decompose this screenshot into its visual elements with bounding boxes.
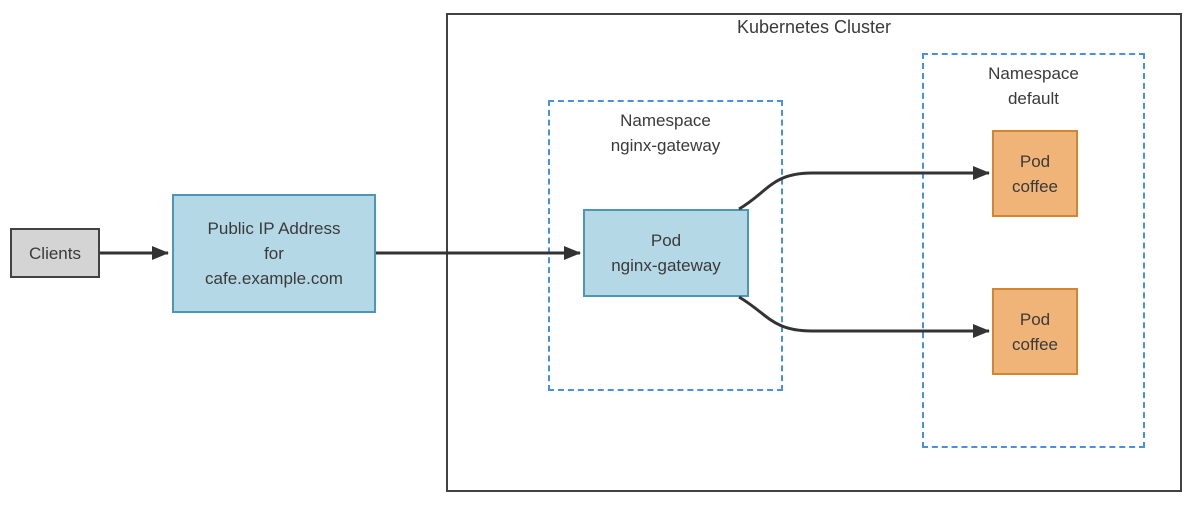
namespace-default-label-line1: Namespace bbox=[988, 64, 1079, 83]
clients-label: Clients bbox=[29, 243, 81, 263]
pod-coffee-top-node: Pod coffee bbox=[992, 130, 1078, 217]
clients-node: Clients bbox=[10, 228, 100, 278]
public-ip-label-line1: Public IP Address bbox=[207, 219, 341, 238]
pod-nginx-gateway-label-line2: nginx-gateway bbox=[611, 256, 721, 275]
namespace-nginx-gateway-label-line2: nginx-gateway bbox=[610, 136, 721, 155]
namespace-nginx-gateway-container: Namespace nginx-gateway bbox=[548, 100, 783, 391]
pod-coffee-top-label-line2: coffee bbox=[1011, 176, 1058, 196]
pod-nginx-gateway-label-line1: Pod bbox=[650, 231, 682, 250]
kubernetes-cluster-title: Kubernetes Cluster bbox=[736, 17, 892, 37]
pod-nginx-gateway-node: Pod nginx-gateway bbox=[583, 209, 749, 297]
namespace-nginx-gateway-label-line1: Namespace bbox=[620, 111, 711, 130]
pod-coffee-top-label-line1: Pod bbox=[1019, 151, 1051, 171]
namespace-nginx-gateway-label: Namespace nginx-gateway bbox=[550, 108, 781, 158]
pod-coffee-bottom-label-line2: coffee bbox=[1011, 334, 1058, 354]
namespace-default-label-line2: default bbox=[1007, 89, 1060, 108]
public-ip-label-line2: for bbox=[264, 244, 284, 263]
pod-coffee-bottom-label-line1: Pod bbox=[1019, 309, 1051, 329]
public-ip-node: Public IP Address for cafe.example.com bbox=[172, 194, 376, 313]
pod-coffee-bottom-node: Pod coffee bbox=[992, 288, 1078, 375]
namespace-default-container: Namespace default bbox=[922, 53, 1145, 448]
public-ip-label-line3: cafe.example.com bbox=[205, 269, 343, 288]
namespace-default-label: Namespace default bbox=[924, 61, 1143, 111]
